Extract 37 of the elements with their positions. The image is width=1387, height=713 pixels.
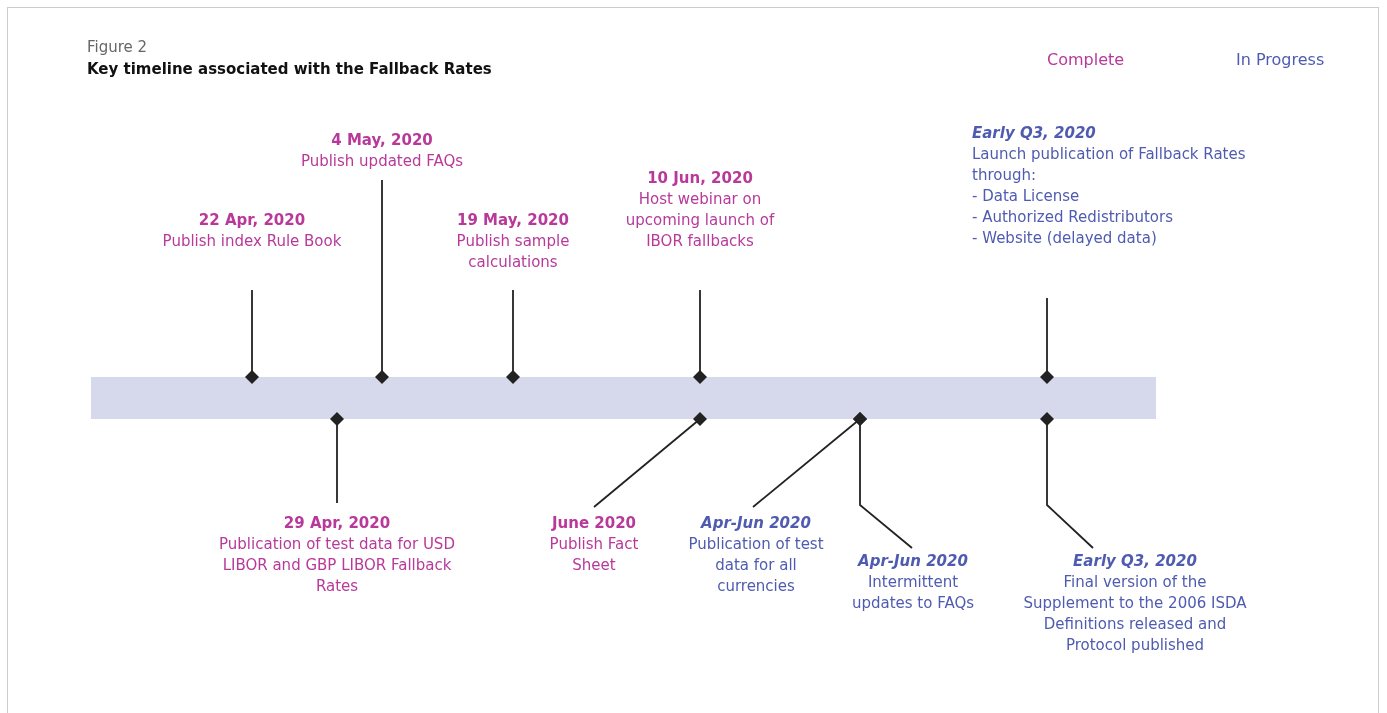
date-label: 19 May, 2020 <box>457 210 569 231</box>
date-label: Early Q3, 2020 <box>1073 551 1197 572</box>
legend-text: In Progress <box>1236 50 1325 69</box>
date-label: Early Q3, 2020 <box>972 123 1096 144</box>
event-description: Publish sample calculations <box>455 231 571 273</box>
date-label: 29 Apr, 2020 <box>283 513 391 534</box>
date-label: Apr-Jun 2020 <box>701 513 811 534</box>
date-label: 22 Apr, 2020 <box>198 210 306 231</box>
list-item: - Authorized Redistributors <box>972 207 1173 228</box>
event-description: Publication of test data for USD LIBOR and GBP LIBOR Fallback Rates <box>218 534 456 597</box>
date-label: 10 Jun, 2020 <box>647 168 753 189</box>
event-description: Host webinar on upcoming launch of IBOR fallbacks <box>624 189 776 252</box>
leader-line <box>593 412 707 508</box>
event-description: Launch publication of Fallback Rates through: <box>972 144 1247 186</box>
leader-line <box>1040 412 1094 549</box>
timeline-bar <box>91 377 1156 419</box>
leader-line <box>330 412 344 504</box>
event-description: Publish updated FAQs <box>300 151 464 172</box>
leader-line <box>1040 297 1054 384</box>
event-description: Final version of the Supplement to the 2006 ISDA Definitions released and Protocol published <box>1022 572 1248 656</box>
event-description: Publish Fact Sheet <box>548 534 640 576</box>
leader-line <box>375 179 389 384</box>
leader-line <box>853 412 913 549</box>
event-description: Publish index Rule Book <box>162 231 342 252</box>
leader-line <box>506 289 520 384</box>
leader-line <box>245 289 259 384</box>
list-item: - Website (delayed data) <box>972 228 1157 249</box>
leader-line <box>693 289 707 384</box>
event-description: Intermittent updates to FAQs <box>850 572 976 614</box>
list-item: - Data License <box>972 186 1080 207</box>
figure-title: Key timeline associated with the Fallback Rates <box>87 60 492 78</box>
date-label: June 2020 <box>551 513 637 534</box>
figure-number: Figure 2 <box>87 38 148 56</box>
event-description: Publication of test data for all currencies <box>687 534 825 597</box>
date-label: Apr-Jun 2020 <box>858 551 968 572</box>
date-label: 4 May, 2020 <box>331 130 433 151</box>
legend-text: Complete <box>1047 50 1125 69</box>
